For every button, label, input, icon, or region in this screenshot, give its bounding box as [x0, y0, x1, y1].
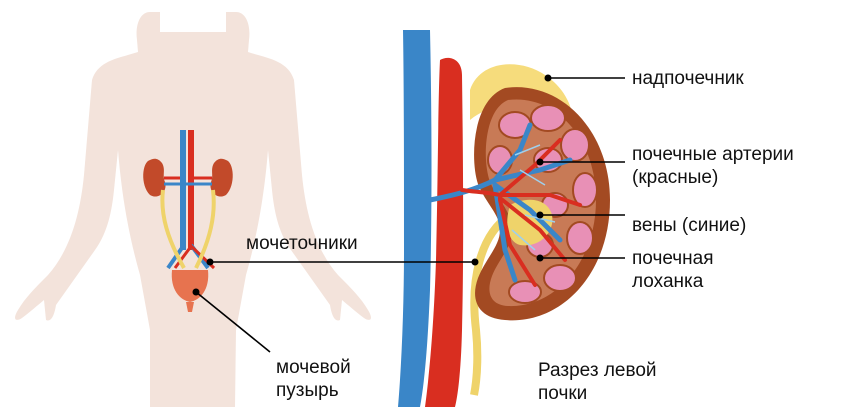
- label-ureters: мочеточники: [246, 232, 358, 255]
- label-veins: вены (синие): [632, 214, 746, 237]
- label-adrenal: надпочечник: [632, 67, 744, 90]
- vena-cava: [398, 30, 432, 407]
- label-renal-arteries-line1: почечные артерии: [632, 143, 794, 166]
- label-bladder-line1: мочевой: [276, 356, 351, 379]
- mini-vena-cava: [180, 130, 186, 250]
- mini-aorta: [188, 130, 194, 250]
- kidney-section: [398, 30, 610, 407]
- label-pelvis-line1: почечная: [632, 247, 714, 270]
- label-bladder-line2: пузырь: [276, 379, 339, 402]
- label-section-line2: почки: [538, 382, 587, 405]
- label-renal-arteries-line2: (красные): [632, 166, 718, 189]
- label-pelvis-line2: лоханка: [632, 270, 703, 293]
- label-section-line1: Разрез левой: [538, 359, 657, 382]
